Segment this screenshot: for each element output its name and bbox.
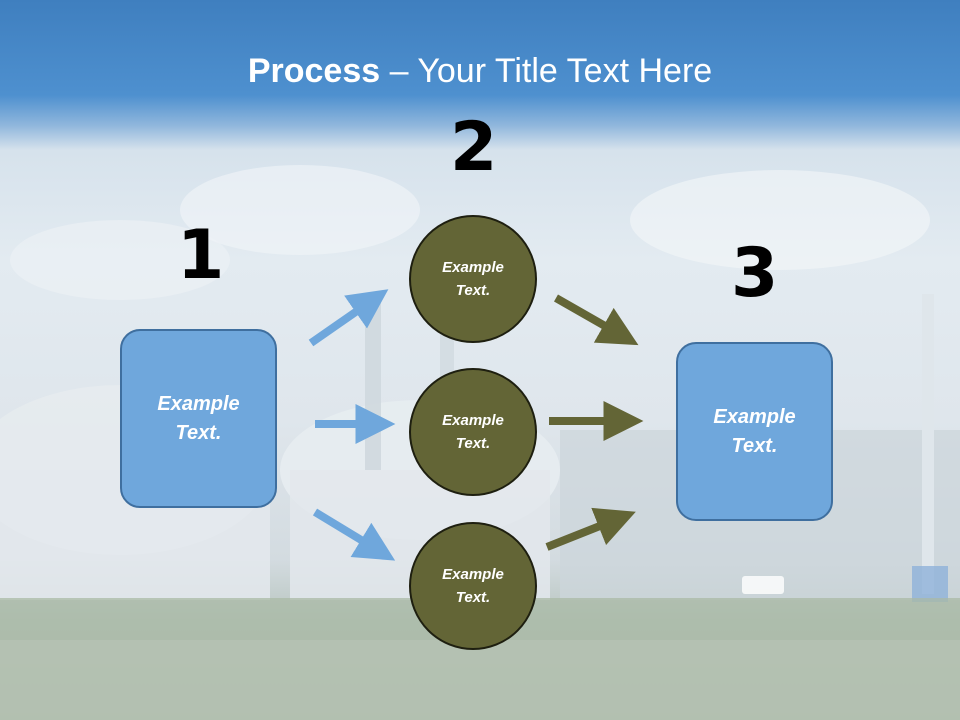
circle-top-line2: Text.: [455, 282, 491, 299]
circle-bottom-line2: Text.: [455, 589, 491, 606]
circle-middle-line2: Text.: [455, 435, 491, 452]
arrow-down-right-blue: [312, 508, 396, 561]
step-box-3-line2: Text.: [731, 434, 778, 457]
step-box-1-line1: Example: [157, 392, 240, 415]
arrow-up-right-olive: [545, 507, 636, 551]
step-box-3-line1: Example: [713, 405, 796, 428]
step-number-1: 1: [177, 216, 225, 295]
arrow-up-right-blue: [308, 289, 389, 347]
arrow-down-right-olive: [554, 294, 639, 346]
circle-top-line1: Example: [442, 259, 504, 276]
title-rest: – Your Title Text Here: [380, 52, 713, 90]
title-bold: Process: [247, 52, 381, 90]
circle-middle-line1: Example: [442, 412, 504, 429]
step-number-3: 3: [731, 234, 779, 313]
step-box-1-line2: Text.: [175, 421, 222, 444]
step-number-2: 2: [450, 108, 498, 187]
slide-title: Process – Your Title Text Here: [0, 52, 960, 91]
circle-bottom-line1: Example: [442, 566, 504, 583]
